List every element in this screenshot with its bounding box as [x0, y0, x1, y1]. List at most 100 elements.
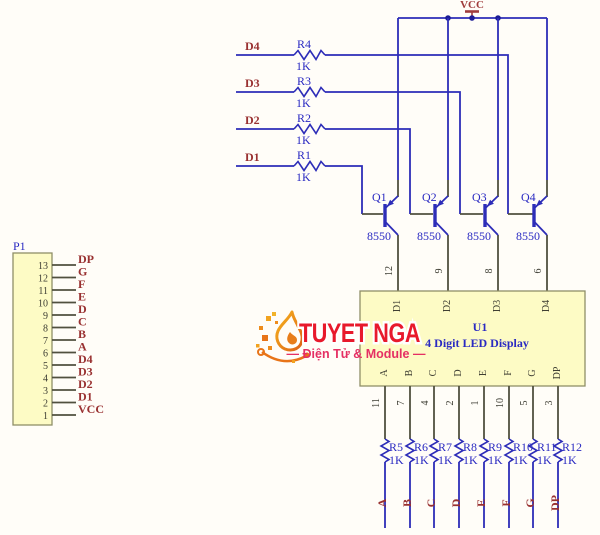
- pin-number: 3: [544, 401, 555, 406]
- connector-pin-row: 8 C: [43, 315, 87, 335]
- net-label: F: [78, 277, 85, 291]
- pin-number: 8: [43, 324, 48, 335]
- net-label: G: [523, 498, 537, 507]
- display-bottom-pin-label: C: [428, 369, 439, 376]
- resistor-designator: R10: [513, 440, 533, 454]
- segment-wire-F: 10 R10 1K F: [495, 386, 533, 528]
- transistor-Q2: Q2 8550 9: [417, 18, 449, 291]
- connector-pin-row: 13 DP: [38, 252, 94, 272]
- resistor-designator: R6: [414, 440, 428, 454]
- transistor-Q4: Q4 8550 6: [516, 18, 548, 291]
- connector-body: [12, 252, 53, 426]
- pin-number: 4: [43, 374, 48, 385]
- resistor-designator: R5: [389, 440, 403, 454]
- transistor-Q3: Q3 8550 8: [467, 18, 499, 291]
- resistor-zigzag: [503, 438, 515, 463]
- connector-pin-row: 3 D2: [43, 377, 93, 397]
- segment-wire-B: 7 R6 1K B: [396, 386, 429, 528]
- segment-wire-E: 1 R9 1K E: [470, 386, 503, 528]
- display-pin-number: 9: [434, 269, 445, 274]
- transistor-Q1: Q1 8550 12: [367, 18, 399, 291]
- net-label: D: [78, 302, 87, 316]
- resistor-value: 1K: [296, 170, 311, 184]
- net-label: B: [400, 499, 414, 507]
- pin-number: 11: [38, 286, 48, 297]
- display-designator: U1: [473, 320, 488, 334]
- display-bottom-pin-label: B: [404, 369, 415, 376]
- transistor-part: 8550: [367, 229, 391, 243]
- transistor-part: 8550: [417, 229, 441, 243]
- display-pin-number: 6: [533, 269, 544, 274]
- net-label: G: [78, 265, 87, 279]
- segment-wire-A: 11 R5 1K A: [371, 386, 404, 528]
- transistor-designator: Q1: [372, 190, 387, 204]
- collector: [385, 221, 399, 236]
- connector-pin-row: 2 D1: [43, 390, 93, 410]
- net-label: D2: [245, 113, 260, 127]
- wire: [325, 91, 461, 214]
- resistor-R3-row: D3 R3 1K: [236, 74, 483, 215]
- net-label: D2: [78, 377, 93, 391]
- collector: [435, 221, 449, 236]
- net-label: DP: [78, 252, 94, 266]
- net-label: B: [78, 327, 86, 341]
- pnp-arrow-icon: [487, 199, 494, 207]
- pin-number: 1: [470, 401, 481, 406]
- resistor-value: 1K: [296, 59, 311, 73]
- pin-number: 2: [445, 401, 456, 406]
- resistor-value: 1K: [389, 453, 404, 467]
- net-label: D4: [245, 39, 260, 53]
- display-top-pin-label: D1: [392, 300, 403, 312]
- transistor-part: 8550: [467, 229, 491, 243]
- segment-wire-D: 2 R8 1K D: [445, 386, 478, 528]
- resistor-zigzag: [379, 438, 391, 463]
- resistor-value: 1K: [296, 133, 311, 147]
- display-top-pin-label: D2: [442, 300, 453, 312]
- connector-pin-row: 6 A: [43, 340, 87, 360]
- resistor-zigzag: [293, 160, 326, 173]
- net-label: D1: [78, 390, 93, 404]
- resistor-zigzag: [293, 123, 326, 136]
- display-pin-number: 8: [484, 269, 495, 274]
- net-label: F: [499, 499, 513, 506]
- net-label: A: [78, 340, 87, 354]
- transistor-part: 8550: [516, 229, 540, 243]
- resistor-zigzag: [478, 438, 490, 463]
- connector-pin-row: 9 D: [43, 302, 87, 322]
- pnp-arrow-icon: [536, 199, 543, 207]
- resistor-value: 1K: [438, 453, 453, 467]
- display-bottom-pin-label: A: [379, 369, 390, 377]
- pin-number: 9: [43, 311, 48, 322]
- net-label: E: [78, 290, 86, 304]
- pin-number: 6: [43, 349, 48, 360]
- transistor-designator: Q3: [472, 190, 487, 204]
- segment-wire-DP: 3 R12 1K DP: [544, 386, 582, 528]
- connector-pin-row: 10 E: [38, 290, 86, 310]
- pin-number: 3: [43, 386, 48, 397]
- pin-number: 2: [43, 399, 48, 410]
- resistor-designator: R8: [463, 440, 477, 454]
- resistor-value: 1K: [537, 453, 552, 467]
- connector-p1: P1 13 DP 12 G 11 F 10 E 9 D 8: [12, 239, 104, 426]
- resistor-designator: R4: [297, 37, 311, 51]
- net-label: VCC: [78, 402, 104, 416]
- connector-designator: P1: [13, 239, 26, 253]
- resistor-designator: R1: [297, 148, 311, 162]
- display-bottom-pin-label: DP: [552, 366, 563, 379]
- resistor-value: 1K: [562, 453, 577, 467]
- net-label: D3: [245, 76, 260, 90]
- resistor-zigzag: [293, 49, 326, 62]
- resistor-designator: R11: [537, 440, 557, 454]
- transistor-designator: Q4: [521, 190, 536, 204]
- resistor-zigzag: [428, 438, 440, 463]
- resistor-R1-row: D1 R1 1K: [236, 148, 383, 215]
- pnp-arrow-icon: [437, 199, 444, 207]
- net-label: C: [78, 315, 87, 329]
- resistor-value: 1K: [296, 96, 311, 110]
- segment-wire-G: 5 R11 1K G: [519, 386, 557, 528]
- display-bottom-pin-label: F: [503, 370, 514, 376]
- resistor-R2-row: D2 R2 1K: [236, 111, 433, 215]
- resistor-value: 1K: [463, 453, 478, 467]
- connector-pin-row: 4 D3: [43, 365, 93, 385]
